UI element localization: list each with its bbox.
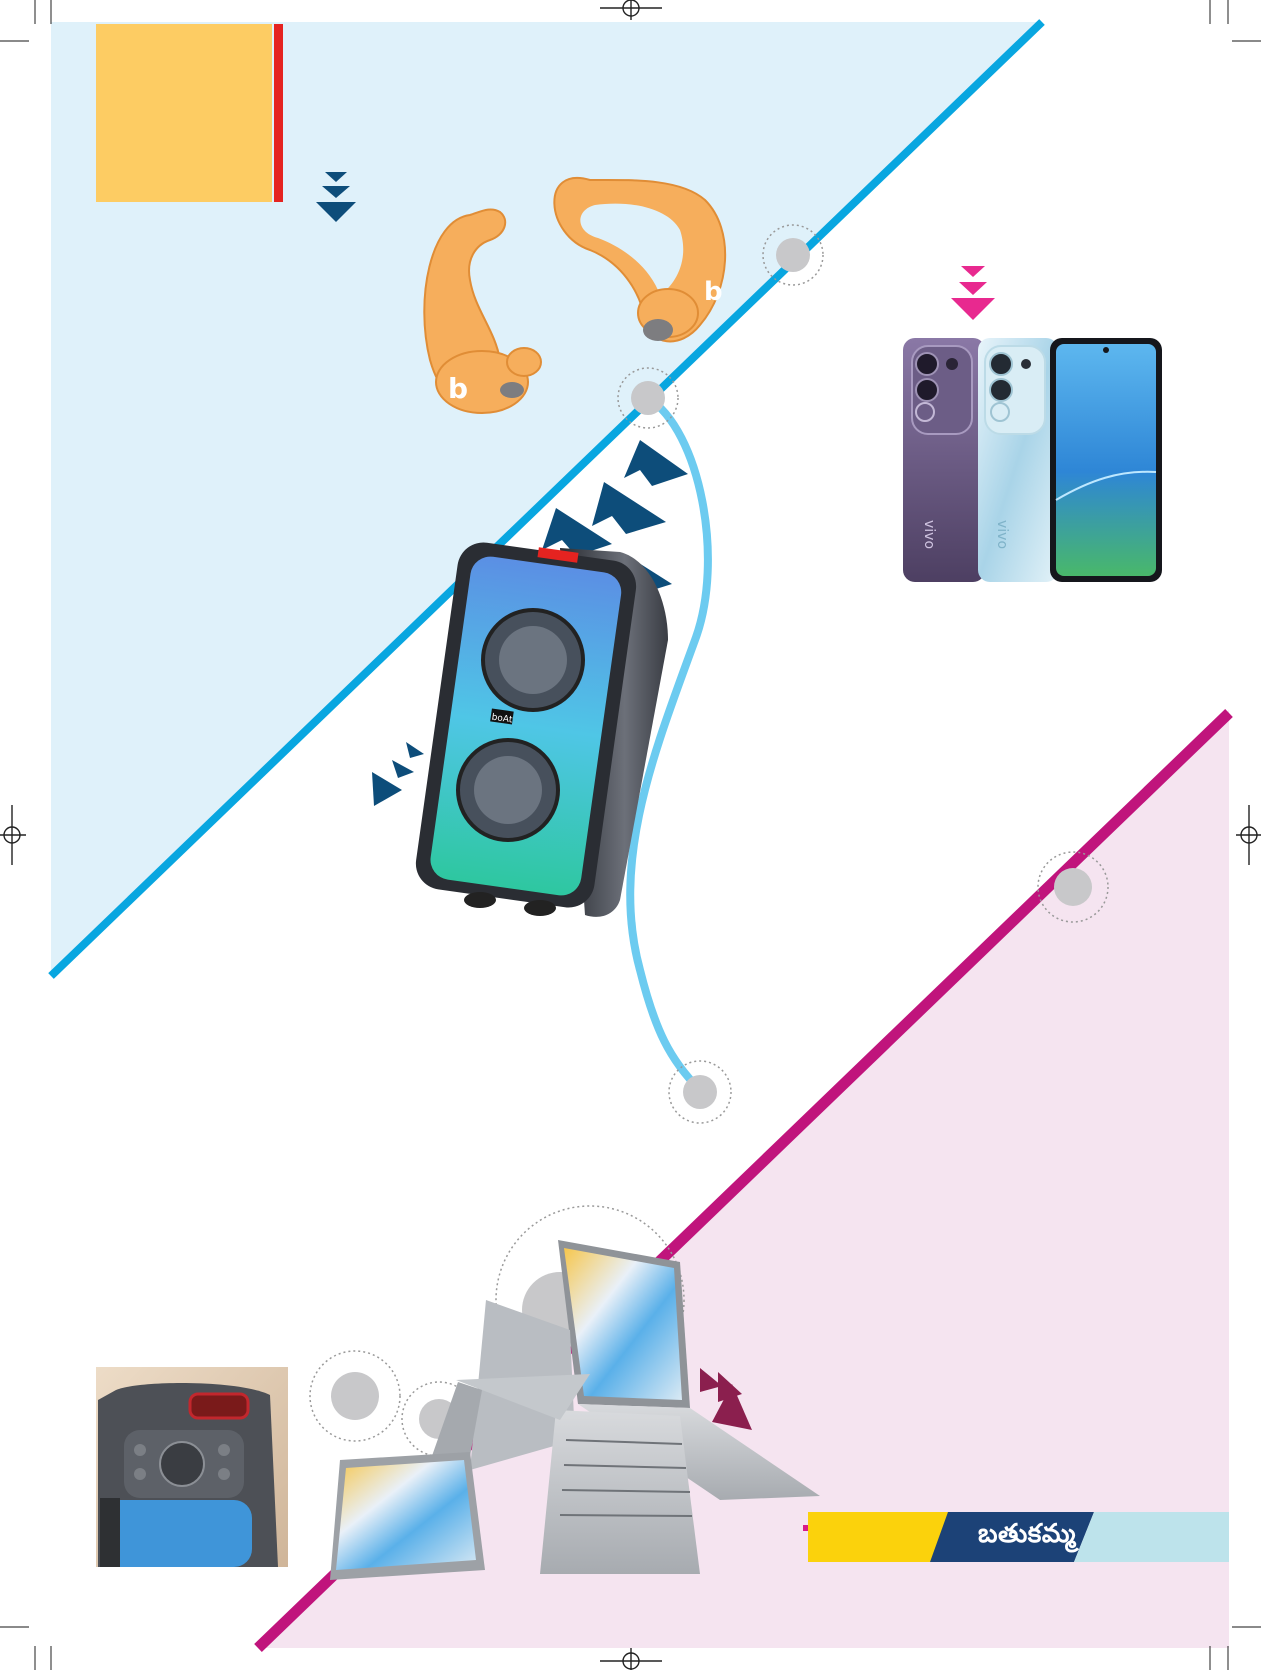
vivo-logo: vivo xyxy=(994,520,1010,549)
chevron-left-icon xyxy=(372,742,424,806)
grey-dot-marker xyxy=(309,1350,401,1442)
boat-logo: boAt xyxy=(491,713,513,726)
speaker-box-photo xyxy=(96,1367,288,1567)
chevron-down-icon xyxy=(316,172,356,222)
price-tag-red-bar xyxy=(274,24,283,202)
vivo-logo: vivo xyxy=(921,520,937,549)
section-label: బతుకమ్మ xyxy=(978,1519,1076,1549)
grey-dot-marker xyxy=(1037,851,1109,923)
grey-dot-marker xyxy=(762,224,824,286)
earbuds-image: b b xyxy=(423,177,727,414)
section-nav-bar xyxy=(803,1512,1229,1562)
grey-dot-marker xyxy=(617,367,679,429)
chevron-down-icon xyxy=(951,266,995,320)
grey-dot-marker xyxy=(668,1060,732,1124)
party-speaker-image: boAt xyxy=(415,542,668,917)
connector-curve xyxy=(626,394,712,1094)
beats-logo: b xyxy=(448,372,468,405)
blue-diagonal-rule xyxy=(48,19,1045,979)
chevron-right-icon xyxy=(700,1368,752,1430)
price-tag-box xyxy=(96,24,272,202)
convertible-laptop-image xyxy=(330,1240,820,1580)
beats-logo: b xyxy=(704,277,723,307)
smartphone-image: vivo vivo xyxy=(888,324,1172,592)
